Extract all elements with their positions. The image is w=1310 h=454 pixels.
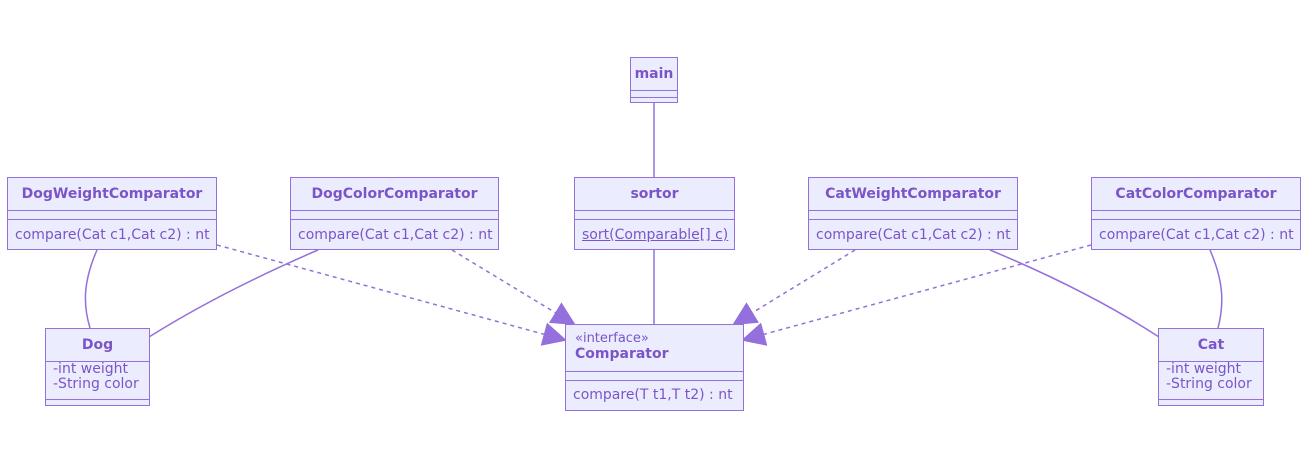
class-name: DogColorComparator [311, 186, 478, 202]
class-cat[interactable]: Cat -int weight -String color [1158, 328, 1264, 406]
method: compare(Cat c1,Cat c2) : nt [298, 227, 493, 243]
methods-section: compare(Cat c1,Cat c2) : nt [8, 219, 216, 244]
attribute: -int weight [1166, 361, 1241, 377]
attributes-section: -int weight -String color [46, 361, 149, 399]
edge-dogcolor-dog [148, 249, 319, 338]
attributes-section [566, 371, 743, 380]
class-dog-color-comparator[interactable]: DogColorComparator compare(Cat c1,Cat c2… [290, 177, 499, 250]
class-name: sortor [630, 186, 679, 202]
class-name: CatColorComparator [1115, 186, 1277, 202]
class-name: main [634, 66, 674, 82]
methods-section: compare(Cat c1,Cat c2) : nt [809, 219, 1017, 244]
class-main[interactable]: main [630, 57, 678, 103]
methods-section: compare(T t1,T t2) : nt [566, 380, 743, 404]
class-comparator[interactable]: «interface» Comparator compare(T t1,T t2… [565, 324, 744, 411]
edge-catweight-cat [989, 249, 1160, 338]
edge-dogweight-dog [84, 249, 98, 329]
class-dog-weight-comparator[interactable]: DogWeightComparator compare(Cat c1,Cat c… [7, 177, 217, 250]
edge-catcolor-cat [1209, 249, 1223, 329]
edge-dogweight-comparator [216, 244, 567, 346]
attribute: -String color [53, 376, 139, 392]
attribute: -String color [1166, 376, 1252, 392]
method: sort(Comparable[] c) [582, 227, 729, 243]
interface-name: Comparator [575, 346, 669, 362]
methods-section [46, 399, 149, 405]
edge-catweight-comparator [732, 249, 856, 326]
methods-section: compare(Cat c1,Cat c2) : nt [1092, 219, 1300, 244]
stereotype-label: «interface» [575, 331, 649, 346]
method: compare(Cat c1,Cat c2) : nt [15, 227, 210, 243]
class-sortor[interactable]: sortor sort(Comparable[] c) [574, 177, 735, 250]
methods-section: compare(Cat c1,Cat c2) : nt [291, 219, 498, 244]
class-cat-color-comparator[interactable]: CatColorComparator compare(Cat c1,Cat c2… [1091, 177, 1301, 250]
edge-dogcolor-comparator [451, 249, 576, 326]
class-name: «interface» Comparator [566, 325, 743, 371]
attributes-section [291, 210, 498, 219]
methods-section [1159, 399, 1263, 405]
class-cat-weight-comparator[interactable]: CatWeightComparator compare(Cat c1,Cat c… [808, 177, 1018, 250]
method: compare(T t1,T t2) : nt [573, 387, 733, 403]
methods-section: sort(Comparable[] c) [575, 219, 734, 244]
methods-section [631, 97, 677, 104]
class-name: Dog [81, 337, 114, 353]
method: compare(Cat c1,Cat c2) : nt [816, 227, 1011, 243]
class-name: CatWeightComparator [825, 186, 1001, 202]
attribute: -int weight [53, 361, 128, 377]
class-name: Cat [1197, 337, 1225, 353]
edge-catcolor-comparator [741, 244, 1092, 346]
attributes-section [8, 210, 216, 219]
class-dog[interactable]: Dog -int weight -String color [45, 328, 150, 406]
attributes-section: -int weight -String color [1159, 361, 1263, 399]
method: compare(Cat c1,Cat c2) : nt [1099, 227, 1294, 243]
class-name: DogWeightComparator [21, 186, 203, 202]
attributes-section [809, 210, 1017, 219]
attributes-section [575, 210, 734, 219]
attributes-section [1092, 210, 1300, 219]
attributes-section [631, 90, 677, 97]
